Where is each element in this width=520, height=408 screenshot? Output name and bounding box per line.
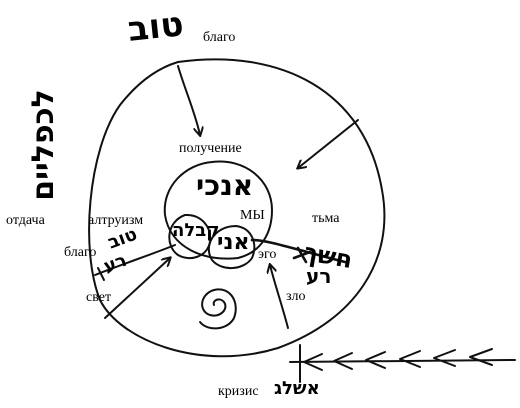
- chevron-3: [365, 351, 386, 369]
- label-tma: тьма: [312, 211, 340, 226]
- label-blago-left: благо: [64, 245, 97, 260]
- label-altruizm: алтруизм: [88, 213, 144, 228]
- inner-large-circle: [163, 160, 273, 260]
- label-blago-top: благо: [203, 30, 236, 45]
- ego-to-darkness-line: [250, 238, 347, 264]
- spiral: [199, 288, 237, 330]
- hand-ra-bottom: רע: [306, 264, 332, 288]
- chevron-6: [469, 348, 493, 366]
- arrow-bottom-left: [104, 258, 170, 319]
- label-otdacha: отдача: [6, 213, 45, 228]
- hand-ani: אני: [217, 230, 250, 255]
- altruism-line-left: [94, 244, 176, 276]
- small-circle-altruism: [168, 213, 212, 260]
- label-zlo: зло: [286, 289, 306, 304]
- label-ego: эго: [258, 247, 277, 262]
- darkness-cross-mark: [292, 246, 312, 264]
- chevron-2: [333, 352, 353, 370]
- label-svet: свет: [86, 290, 112, 305]
- chevron-4: [399, 350, 421, 368]
- label-krizis: кризис: [218, 384, 259, 399]
- label-poluchenie: получение: [179, 141, 242, 156]
- hand-tovlimshol: לכפליים: [25, 89, 61, 201]
- chevron-1: [303, 353, 323, 371]
- hand-anochi: אנכי: [196, 169, 254, 202]
- hand-ashlag: אשלג: [274, 378, 320, 399]
- label-my: МЫ: [240, 208, 265, 223]
- outer-circle: [88, 58, 386, 358]
- chevron-5: [433, 349, 456, 367]
- hand-tov-top: טוב: [126, 4, 186, 50]
- small-circle-ego: [207, 225, 256, 269]
- altruism-tick: [97, 267, 105, 281]
- hand-kabala: קבלה: [172, 220, 220, 241]
- arrow-top-right: [298, 119, 359, 168]
- arrow-top: [177, 65, 200, 135]
- arrow-bottom: [270, 265, 289, 329]
